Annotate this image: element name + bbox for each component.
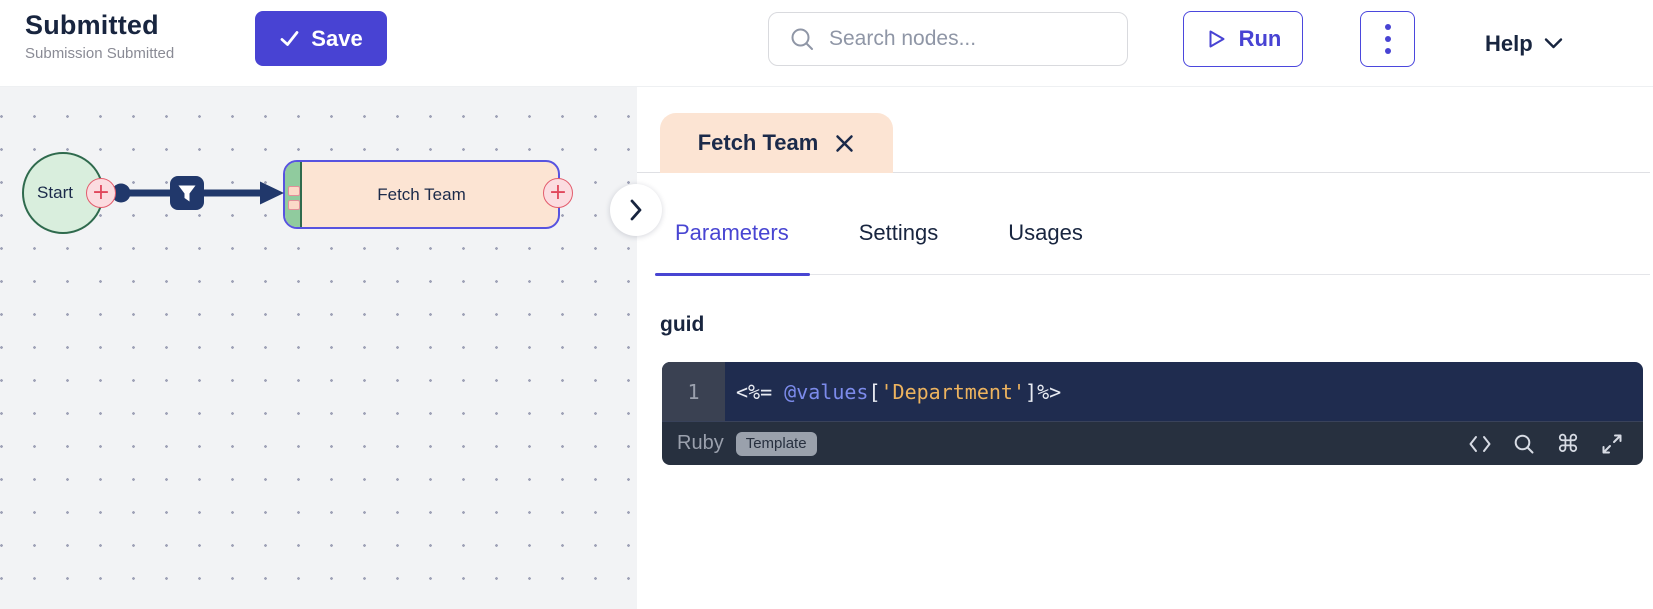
panel-tabs: Parameters Settings Usages <box>675 220 1083 246</box>
check-icon <box>280 31 299 46</box>
fetch-team-node-label: Fetch Team <box>377 184 466 204</box>
edge-arrowhead <box>260 181 284 205</box>
run-button[interactable]: Run <box>1183 11 1303 67</box>
code-editor: 1 <%= @values['Department']%> Ruby Templ… <box>662 362 1643 465</box>
page-subtitle: Submission Submitted <box>25 45 175 62</box>
code-token-variable: @values <box>784 379 869 404</box>
save-button[interactable]: Save <box>255 11 387 66</box>
play-icon <box>1209 30 1225 48</box>
code-token-erb-close: %> <box>1037 379 1062 404</box>
kebab-menu-icon <box>1384 24 1391 54</box>
tabbar-divider <box>637 172 1650 173</box>
field-label-guid: guid <box>660 313 705 336</box>
code-token-bracket-close: ] <box>1025 379 1038 404</box>
search-nodes-box <box>768 12 1128 66</box>
workflow-title-block: Submitted Submission Submitted <box>25 10 174 62</box>
tab-parameters[interactable]: Parameters <box>675 220 789 245</box>
search-icon <box>791 28 813 50</box>
input-port[interactable] <box>288 200 300 210</box>
collapse-panel-button[interactable] <box>610 184 662 236</box>
code-token-string: 'Department' <box>880 379 1026 404</box>
open-node-tab[interactable]: Fetch Team <box>660 113 893 173</box>
search-nodes-input[interactable] <box>829 27 1099 51</box>
code-token-erb-open: <%= <box>736 379 785 404</box>
more-options-button[interactable] <box>1360 11 1415 67</box>
run-button-label: Run <box>1238 26 1282 51</box>
code-input[interactable]: <%= @values['Department']%> <box>725 362 1643 421</box>
template-badge: Template <box>735 431 817 456</box>
help-label: Help <box>1485 30 1533 56</box>
chevron-down-icon <box>1544 38 1562 49</box>
command-shortcuts-icon[interactable]: ⌘ <box>1556 429 1580 458</box>
input-port[interactable] <box>288 186 300 196</box>
help-menu[interactable]: Help <box>1485 0 1563 87</box>
editor-toolbar: ⌘ <box>1468 432 1623 456</box>
top-toolbar: Submitted Submission Submitted Save Run … <box>0 0 1653 87</box>
start-node-label: Start <box>37 183 73 202</box>
tab-usages[interactable]: Usages <box>1008 220 1083 245</box>
code-mode-icon[interactable] <box>1468 434 1492 454</box>
node-details-panel: Fetch Team Parameters Settings Usages gu… <box>637 87 1653 609</box>
expand-editor-icon[interactable] <box>1601 433 1623 455</box>
edge-filter-icon <box>170 176 204 210</box>
chevron-right-icon <box>630 199 642 221</box>
save-button-label: Save <box>311 25 363 51</box>
fetch-team-node[interactable]: Fetch Team <box>283 160 560 229</box>
workflow-canvas[interactable]: Start + Fetch Team + <box>0 87 637 609</box>
close-icon[interactable] <box>834 133 855 154</box>
editor-search-icon[interactable] <box>1513 433 1535 455</box>
line-number: 1 <box>662 362 725 421</box>
open-node-tab-label: Fetch Team <box>697 130 819 155</box>
code-editor-body: 1 <%= @values['Department']%> <box>662 362 1643 421</box>
add-node-button-start[interactable]: + <box>86 178 116 208</box>
active-tab-underline <box>655 273 810 276</box>
tabs-divider <box>655 274 1650 275</box>
add-node-button-fetch-team[interactable]: + <box>543 178 573 208</box>
tab-settings[interactable]: Settings <box>858 220 939 245</box>
code-editor-footer: Ruby Template ⌘ <box>662 421 1643 465</box>
code-token-bracket-open: [ <box>868 379 881 404</box>
page-title: Submitted <box>25 10 159 40</box>
language-label: Ruby <box>677 432 724 454</box>
